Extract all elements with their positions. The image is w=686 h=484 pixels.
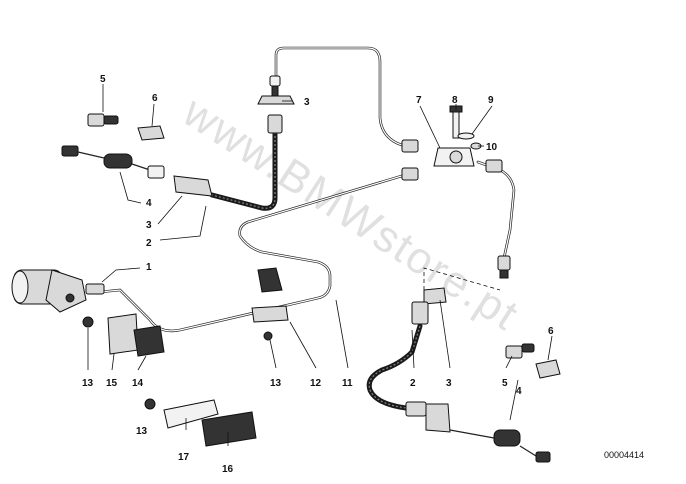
callout-3: 3 (146, 220, 152, 231)
callout-13: 13 (82, 378, 94, 389)
callout-13: 13 (270, 378, 282, 389)
lower-right-flex-hose (366, 287, 551, 463)
reference-number: 00004414 (604, 450, 644, 460)
callout-3: 3 (446, 378, 452, 389)
callout-13: 13 (136, 426, 148, 437)
callout-12: 12 (310, 378, 322, 389)
bleed-screw-lower (505, 343, 535, 359)
callout-8: 8 (452, 95, 458, 106)
callout-4: 4 (146, 198, 152, 209)
callout-4: 4 (516, 386, 522, 397)
callout-16: 16 (222, 464, 234, 475)
callout-1: 1 (146, 262, 152, 273)
assembly-reference-line (423, 267, 501, 291)
callout-7: 7 (416, 95, 422, 106)
dust-cap-lower (535, 359, 561, 379)
callout-15: 15 (106, 378, 118, 389)
right-brake-pipe (476, 159, 516, 279)
callout-17: 17 (178, 452, 190, 463)
callout-numbers: 1 2 3 3 4 5 6 7 8 9 10 11 12 13 2 3 5 4 … (82, 74, 554, 475)
t-piece-fitting (401, 105, 482, 167)
support-plate (144, 398, 257, 447)
leader-lines (87, 84, 553, 446)
pressure-regulator (11, 269, 105, 313)
diagonal-brake-pipe (98, 167, 419, 333)
upper-brake-pipe (274, 46, 407, 148)
callout-9: 9 (488, 95, 494, 106)
callout-6: 6 (152, 93, 158, 104)
callout-11: 11 (342, 378, 353, 389)
callout-2: 2 (146, 238, 152, 249)
bleed-screw-upper (87, 113, 119, 127)
callout-5: 5 (502, 378, 508, 389)
callout-3: 3 (304, 97, 310, 108)
callout-14: 14 (132, 378, 144, 389)
hose-clip (251, 267, 289, 341)
callout-10: 10 (486, 142, 498, 153)
callout-6: 6 (548, 326, 554, 337)
dust-cap-upper (137, 125, 165, 141)
callout-2: 2 (410, 378, 416, 389)
mounting-bracket (82, 313, 165, 357)
callout-5: 5 (100, 74, 106, 85)
upper-flex-hose (209, 75, 295, 211)
upper-left-hose-assembly (61, 145, 213, 197)
watermark: www.BMWstore.pt (174, 87, 528, 341)
